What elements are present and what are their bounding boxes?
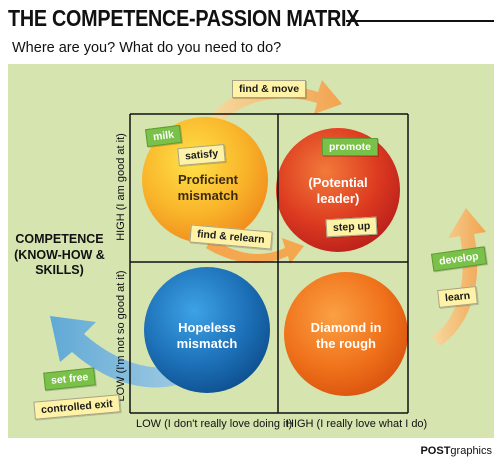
footer-brand: POST bbox=[420, 445, 451, 457]
tag-find-move: find & move bbox=[232, 80, 307, 98]
title-rule bbox=[346, 20, 494, 22]
circle-proficient-mismatch bbox=[142, 117, 268, 243]
circle-hopeless-mismatch bbox=[144, 267, 270, 393]
label-proficient-mismatch: Proficient mismatch bbox=[177, 172, 239, 203]
x-axis-high-label: HIGH (I really love what I do) bbox=[286, 418, 428, 430]
competence-axis-title: COMPETENCE (KNOW-HOW & SKILLS) bbox=[14, 232, 105, 277]
footer-credit: POSTgraphics bbox=[420, 445, 492, 457]
subtitle: Where are you? What do you need to do? bbox=[12, 40, 282, 56]
label-diamond-in-the-rough: Diamond in the rough bbox=[310, 320, 382, 351]
circle-diamond-in-the-rough bbox=[284, 272, 408, 396]
label-potential-leader: (Potential leader) bbox=[308, 175, 368, 206]
footer-suffix: graphics bbox=[450, 445, 492, 457]
arrow-find-move bbox=[210, 80, 342, 122]
y-axis-low-label: LOW (I'm not so good at it) bbox=[115, 270, 127, 402]
label-hopeless-mismatch: Hopeless mismatch bbox=[176, 320, 238, 351]
tag-step-up: step up bbox=[325, 216, 378, 238]
tag-promote: promote bbox=[322, 138, 378, 156]
page-title: THE COMPETENCE-PASSION MATRIX bbox=[8, 5, 360, 31]
x-axis-low-label: LOW (I don't really love doing it) bbox=[136, 418, 293, 430]
y-axis-high-label: HIGH (I am good at it) bbox=[115, 133, 127, 241]
arrow-develop bbox=[432, 208, 486, 346]
arrow-find-relearn bbox=[206, 238, 304, 264]
